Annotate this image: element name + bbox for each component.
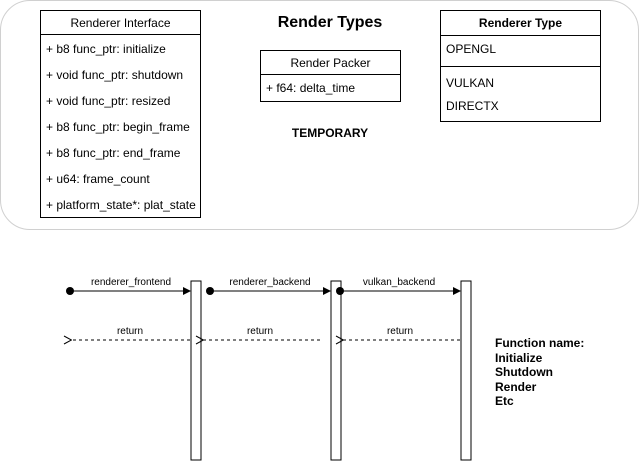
field-end-frame: + b8 func_ptr: end_frame — [46, 146, 181, 160]
return-label-3: return — [387, 326, 413, 337]
lifeline-vulkan — [460, 280, 472, 461]
field-begin-frame: + b8 func_ptr: begin_frame — [46, 120, 190, 134]
render-packer-header: Render Packer — [261, 51, 400, 75]
note-item-etc: Etc — [495, 394, 514, 408]
call-label-vulkan-backend: vulkan_backend — [363, 277, 435, 288]
note-item-initialize: Initialize — [495, 350, 543, 365]
renderer-type-enum: Renderer Type OPENGL VULKAN DIRECTX — [440, 10, 601, 122]
return-label-2: return — [247, 326, 273, 337]
call-label-renderer-frontend: renderer_frontend — [91, 277, 171, 288]
renderer-interface-header: Renderer Interface — [41, 11, 200, 35]
field-shutdown: + void func_ptr: shutdown — [46, 68, 184, 82]
enum-vulkan: VULKAN — [446, 76, 495, 90]
lifeline-frontend — [190, 280, 202, 461]
field-delta-time: + f64: delta_time — [266, 81, 356, 95]
renderer-type-header: Renderer Type — [441, 11, 600, 36]
note-item-render: Render — [495, 379, 537, 394]
field-initialize: + b8 func_ptr: initialize — [46, 42, 166, 56]
note-heading: Function name: — [495, 336, 585, 350]
render-packer-class: Render Packer + f64: delta_time — [260, 50, 401, 102]
temporary-label: TEMPORARY — [291, 126, 369, 140]
field-frame-count: + u64: frame_count — [46, 172, 150, 186]
return-label-1: return — [117, 326, 143, 337]
field-resized: + void func_ptr: resized — [46, 94, 171, 108]
renderer-interface-class: Renderer Interface + b8 func_ptr: initia… — [40, 10, 201, 218]
enum-directx: DIRECTX — [446, 99, 499, 113]
diagram-title: Render Types — [277, 14, 383, 31]
call-label-renderer-backend: renderer_backend — [229, 277, 310, 288]
renderer-interface-fields: + b8 func_ptr: initialize + void func_pt… — [41, 35, 200, 218]
field-plat-state: + platform_state*: plat_state — [46, 198, 196, 212]
function-name-note: Function name: Initialize Shutdown Rende… — [495, 336, 584, 409]
lifeline-backend — [330, 280, 342, 461]
enum-opengl: OPENGL — [441, 36, 600, 67]
note-item-shutdown: Shutdown — [495, 365, 553, 379]
